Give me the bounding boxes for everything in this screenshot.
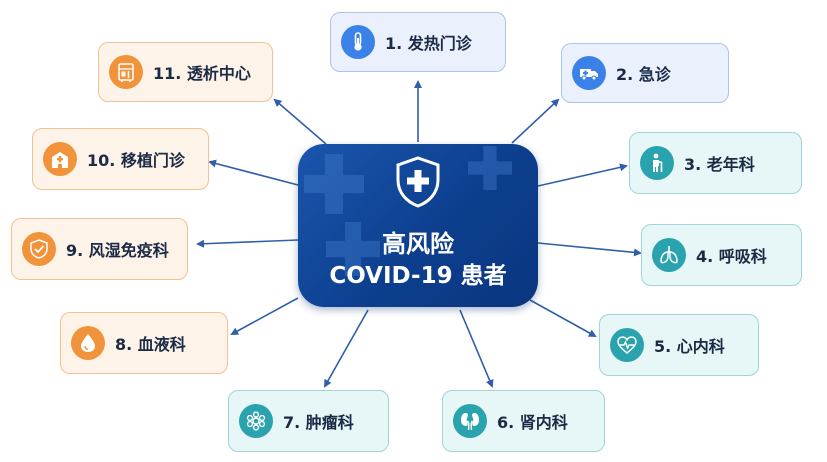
- dept-emergency: 2. 急诊: [561, 43, 729, 103]
- center-subtitle: COVID-19 患者: [329, 263, 507, 289]
- decor-cross-icon: [326, 222, 380, 276]
- dept-cardiology: 5. 心内科: [599, 314, 759, 376]
- lungs-icon: [652, 238, 686, 272]
- dept-label: 6. 肾内科: [497, 413, 568, 432]
- arrow-to-emergency: [511, 98, 560, 144]
- dept-label: 2. 急诊: [616, 65, 671, 84]
- cell-cluster-icon: [239, 404, 273, 438]
- dept-respiratory: 4. 呼吸科: [641, 224, 802, 286]
- arrow-to-geriatrics: [537, 163, 628, 187]
- hospital-icon: [43, 142, 77, 176]
- center-title: 高风险: [382, 230, 454, 258]
- dept-label: 4. 呼吸科: [696, 247, 767, 266]
- ambulance-icon: [572, 56, 606, 90]
- dept-label: 3. 老年科: [684, 155, 755, 174]
- arrow-to-cardiology: [529, 299, 597, 337]
- shield-cross-icon: [396, 156, 440, 208]
- arrow-to-respiratory: [537, 242, 642, 257]
- arrow-to-transplant: [208, 159, 299, 186]
- blood-drop-icon: [71, 326, 105, 360]
- dept-nephrology: 6. 肾内科: [442, 390, 605, 452]
- dept-label: 1. 发热门诊: [385, 34, 472, 53]
- dept-fever-clinic: 1. 发热门诊: [330, 12, 506, 72]
- dept-transplant-clinic: 10. 移植门诊: [32, 128, 209, 190]
- dept-oncology: 7. 肿瘤科: [228, 390, 389, 452]
- dept-rheumatology: 9. 风湿免疫科: [11, 218, 188, 280]
- dept-label: 10. 移植门诊: [87, 151, 185, 170]
- dept-dialysis-center: 11. 透析中心: [98, 42, 273, 102]
- arrow-to-hematology: [230, 297, 299, 335]
- dept-label: 8. 血液科: [115, 335, 186, 354]
- dept-label: 7. 肿瘤科: [283, 413, 354, 432]
- decor-cross-icon: [468, 146, 512, 190]
- thermometer-icon: [341, 25, 375, 59]
- decor-cross-icon: [304, 154, 364, 214]
- dialysis-machine-icon: [109, 55, 143, 89]
- heart-pulse-icon: [610, 328, 644, 362]
- arrow-to-rheumatology: [196, 239, 299, 248]
- arrow-to-oncology: [324, 309, 369, 388]
- dept-label: 9. 风湿免疫科: [66, 241, 169, 260]
- shield-check-icon: [22, 232, 56, 266]
- kidneys-icon: [453, 404, 487, 438]
- arrow-to-nephrology: [459, 309, 494, 388]
- elderly-person-icon: [640, 146, 674, 180]
- dept-label: 5. 心内科: [654, 337, 725, 356]
- central-node: 高风险 COVID-19 患者: [298, 144, 538, 307]
- dept-geriatrics: 3. 老年科: [629, 132, 802, 194]
- dept-label: 11. 透析中心: [153, 64, 251, 83]
- arrow-to-dialysis: [273, 98, 327, 145]
- dept-hematology: 8. 血液科: [60, 312, 228, 374]
